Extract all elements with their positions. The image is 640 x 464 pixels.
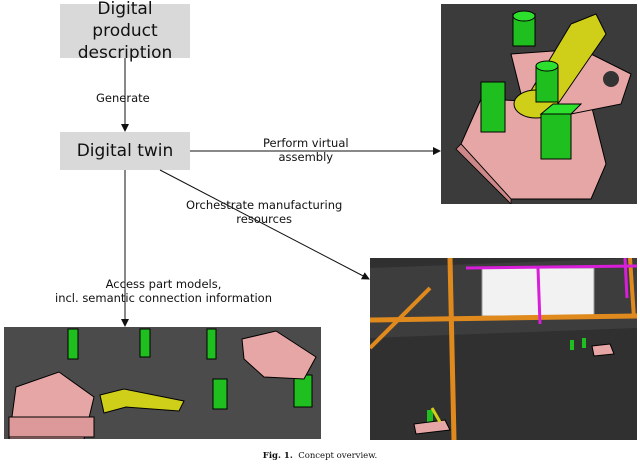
- factory-resources-render: [370, 258, 637, 440]
- orchestrate-line-1: Orchestrate manufacturing: [186, 198, 343, 212]
- parts-scene: [4, 327, 321, 439]
- caption-fig-number: Fig. 1.: [262, 451, 293, 461]
- access-line-2: incl. semantic connection information: [55, 291, 272, 305]
- factory-scene: [370, 258, 637, 440]
- product-description-label: Digital product description: [77, 0, 173, 63]
- digital-product-description-box: Digital product description: [60, 0, 190, 63]
- yellow-part: [99, 388, 185, 414]
- virtual-assembly-render: [441, 4, 637, 204]
- part-models-render: [4, 327, 321, 439]
- perform-virtual-assembly-label: Perform virtual assembly: [263, 136, 349, 164]
- orchestrate-resources-label: Orchestrate manufacturing resources: [186, 198, 342, 226]
- access-line-1: Access part models,: [105, 277, 222, 291]
- arrow-orchestrate: [159, 169, 370, 280]
- access-part-models-label: Access part models, incl. semantic conne…: [55, 277, 272, 305]
- caption-text: Concept overview.: [298, 451, 378, 461]
- figure-caption: Fig. 1. Concept overview.: [0, 451, 640, 461]
- pink-fixture-right: [241, 330, 317, 380]
- assembly-scene: [441, 4, 637, 204]
- perform-line-2: assembly: [278, 150, 334, 164]
- orchestrate-line-2: resources: [236, 212, 293, 226]
- perform-line-1: Perform virtual: [263, 136, 349, 150]
- digital-twin-box: Digital twin: [60, 132, 190, 170]
- generate-label: Generate: [96, 91, 150, 105]
- digital-twin-label: Digital twin: [76, 141, 174, 161]
